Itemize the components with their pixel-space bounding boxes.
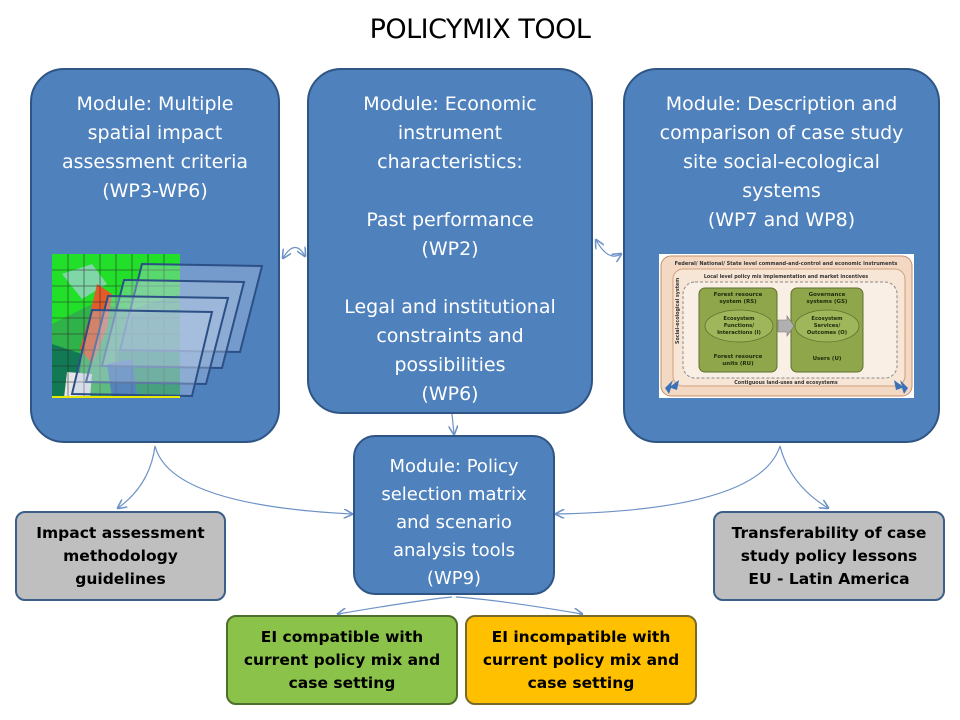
module-desc-line: systems	[742, 180, 821, 202]
spatial-map-layers-image	[52, 254, 264, 398]
output-compat-line: case setting	[288, 674, 396, 692]
module-criteria-line: Module: Multiple	[76, 93, 234, 115]
ses-outer-label: Federal/ National/ State level command-a…	[675, 261, 898, 267]
ses-ru-label: Forest resource	[714, 354, 763, 360]
module-econ-line: instrument	[397, 122, 503, 144]
output-compat-line: EI compatible with	[260, 628, 424, 646]
module-econ-line: characteristics:	[377, 151, 523, 173]
module-econ-line: constraints and	[376, 325, 524, 347]
arrow-econ-policy	[452, 413, 454, 434]
module-criteria-line: assessment criteria	[61, 151, 249, 173]
arrow-policy-incompat	[455, 596, 582, 614]
ses-local-label: Local level policy mix implementation an…	[704, 274, 868, 280]
ses-corner-arrow-icon	[665, 380, 679, 394]
arrow-criteria-policy	[154, 445, 352, 514]
ses-es-label: Outcomes (O)	[807, 330, 847, 336]
social-ecological-system-diagram: Federal/ National/ State level command-a…	[659, 254, 914, 398]
ses-rs-label: system (RS)	[719, 299, 757, 305]
module-policy-line: (WP9)	[426, 568, 482, 589]
module-econ-line: (WP2)	[421, 238, 479, 260]
ses-users-label: Users (U)	[813, 356, 842, 362]
module-criteria-line: spatial impact	[87, 122, 223, 144]
spacer	[309, 264, 591, 293]
module-econ-text: Module: Economic instrument characterist…	[309, 90, 591, 409]
spacer	[309, 177, 591, 206]
arrow-econ-desc	[596, 240, 621, 256]
output-ei-incompatible: EI incompatible with current policy mix …	[465, 615, 697, 705]
module-policy-line: and scenario	[396, 512, 512, 533]
ses-ru-label: units (RU)	[722, 361, 754, 367]
output-impact-line: Impact assessment	[36, 524, 205, 542]
ses-gs-label: Governance	[809, 292, 846, 298]
module-desc-line: (WP7 and WP8)	[707, 209, 856, 231]
arrow-desc-transfer	[779, 445, 828, 508]
arrow-desc-policy	[556, 445, 781, 514]
module-econ-line: possibilities	[394, 354, 506, 376]
module-desc-text: Module: Description and comparison of ca…	[625, 90, 938, 235]
ses-corner-arrow-icon	[894, 380, 908, 394]
output-ei-compatible: EI compatible with current policy mix an…	[226, 615, 458, 705]
module-econ-line: Past performance	[366, 209, 534, 231]
arrow-criteria-impact	[118, 445, 156, 508]
ses-ef-label: Ecosystem	[723, 316, 754, 322]
ses-ef-label: Functions/	[724, 323, 754, 329]
module-policy-selection: Module: Policy selection matrix and scen…	[353, 435, 555, 595]
output-incompat-line: current policy mix and	[482, 651, 680, 669]
output-impact-line: methodology	[63, 547, 178, 565]
ses-rs-label: Forest resource	[714, 292, 763, 298]
module-econ-line: Legal and institutional	[344, 296, 556, 318]
ses-es-label: Ecosystem	[811, 316, 842, 322]
module-econ-line: (WP6)	[421, 383, 479, 405]
output-incompat-line: EI incompatible with	[491, 628, 671, 646]
module-desc-line: Module: Description and	[665, 93, 898, 115]
module-criteria-text: Module: Multiple spatial impact assessme…	[32, 90, 278, 206]
ses-gs-label: systems (GS)	[807, 299, 848, 305]
module-policy-text: Module: Policy selection matrix and scen…	[355, 453, 553, 593]
module-economic-instrument: Module: Economic instrument characterist…	[307, 68, 593, 414]
ses-es-label: Services/	[814, 323, 841, 329]
page-title: POLICYMIX TOOL	[369, 14, 591, 45]
module-criteria-line: (WP3-WP6)	[102, 180, 208, 202]
output-incompat-line: case setting	[527, 674, 635, 692]
output-transferability: Transferability of case study policy les…	[713, 511, 945, 601]
ses-side-label: Social-ecological system	[675, 278, 681, 344]
ses-bottom-label: Contiguous land-uses and ecosystems	[734, 380, 838, 386]
output-impact-line: guidelines	[75, 570, 166, 588]
ses-ef-label: Interactions (I)	[717, 330, 761, 336]
output-impact-assessment: Impact assessment methodology guidelines	[15, 511, 226, 601]
arrow-policy-compat	[338, 596, 453, 614]
module-policy-line: selection matrix	[381, 484, 527, 505]
module-econ-line: Module: Economic	[363, 93, 537, 115]
output-transfer-line: study policy lessons	[740, 547, 918, 565]
arrow-criteria-econ	[283, 247, 305, 258]
module-policy-line: Module: Policy	[389, 456, 519, 477]
module-desc-line: comparison of case study	[659, 122, 904, 144]
module-policy-line: analysis tools	[392, 540, 516, 561]
output-transfer-line: Transferability of case	[731, 524, 927, 542]
output-transfer-line: EU - Latin America	[748, 570, 910, 588]
module-desc-line: site social-ecological	[683, 151, 880, 173]
output-compat-line: current policy mix and	[243, 651, 441, 669]
